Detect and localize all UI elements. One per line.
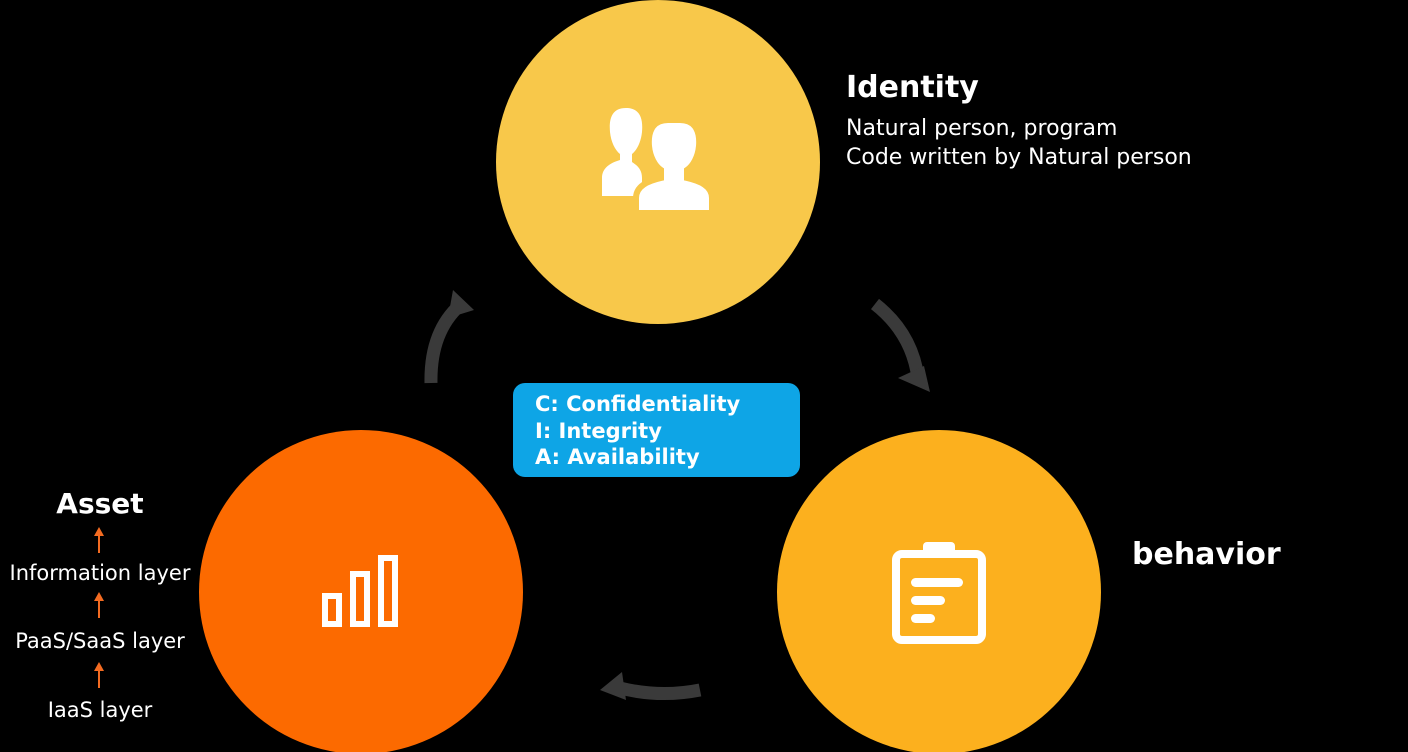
behavior-title: behavior: [1132, 537, 1281, 572]
cia-confidentiality: C: Confidentiality: [535, 392, 741, 416]
cycle-arrowhead-3: [600, 672, 626, 700]
cia-availability: A: Availability: [535, 445, 700, 469]
cycle-arrow-behavior-to-asset: [618, 681, 702, 701]
users-icon: [602, 108, 715, 210]
cycle-arrow-asset-to-identity: [424, 300, 465, 384]
behavior-circle: [777, 430, 1101, 752]
cycle-arrow-identity-to-behavior: [870, 298, 925, 380]
cia-integrity: I: Integrity: [535, 418, 662, 443]
asset-circle: [199, 430, 523, 752]
cycle-arrowhead-1: [448, 290, 474, 318]
up-arrow-icon: [94, 662, 104, 688]
up-arrow-icon: [94, 592, 104, 618]
cycle-arrowhead-2: [898, 366, 930, 392]
up-arrow-icon: [94, 527, 104, 553]
cia-box: C: Confidentiality I: Integrity A: Avail…: [513, 383, 800, 477]
identity-description-line-2: Code written by Natural person: [846, 145, 1192, 170]
identity-title: Identity: [846, 70, 979, 105]
bar-chart-icon: [322, 555, 398, 627]
asset-title: Asset: [56, 487, 144, 520]
identity-circle: [496, 0, 820, 324]
layer-paas-saas: PaaS/SaaS layer: [15, 629, 185, 653]
clipboard-icon: [892, 542, 986, 644]
layer-iaas: IaaS layer: [47, 698, 153, 722]
layer-information: Information layer: [9, 561, 191, 585]
identity-description-line-1: Natural person, program: [846, 116, 1118, 141]
